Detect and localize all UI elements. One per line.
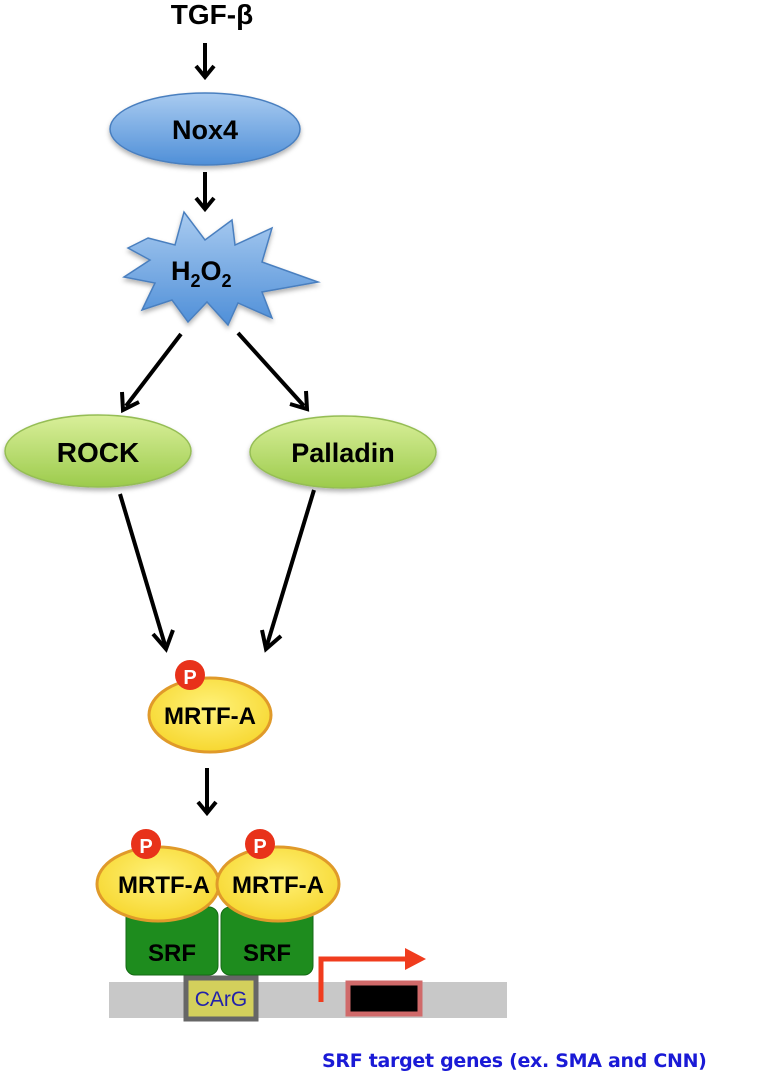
srf-right: SRF bbox=[220, 906, 314, 976]
target-gene-box bbox=[345, 980, 423, 1017]
carg-label: CArG bbox=[195, 988, 248, 1011]
palladin-label: Palladin bbox=[291, 438, 395, 468]
arrow-rock-to-mrtfa bbox=[118, 493, 175, 653]
mrtfa-left: MRTF-A P bbox=[95, 829, 221, 923]
mrtfa-right-label: MRTF-A bbox=[232, 872, 324, 899]
nox4-label: Nox4 bbox=[172, 115, 238, 145]
tgf-beta-label: TGF-β bbox=[171, 0, 253, 30]
mrtfa-label: MRTF-A bbox=[164, 703, 256, 730]
svg-text:P: P bbox=[253, 836, 266, 858]
srf-left: SRF bbox=[125, 906, 219, 976]
arrow-h2o2-to-palladin bbox=[236, 331, 310, 412]
phospho-badge-left: P bbox=[131, 829, 161, 859]
phospho-badge: P bbox=[175, 660, 205, 690]
arrow-mrtfa-to-complex bbox=[196, 768, 218, 817]
phospho-badge-right: P bbox=[245, 829, 275, 859]
srf-left-label: SRF bbox=[148, 940, 196, 967]
svg-text:P: P bbox=[183, 667, 196, 689]
h2o2-label: H2O2 bbox=[171, 256, 232, 291]
arrow-h2o2-to-rock bbox=[120, 332, 183, 414]
h2o2-node: H2O2 bbox=[122, 210, 321, 327]
dna-strand bbox=[109, 982, 507, 1018]
transcription-start-arrow bbox=[318, 948, 426, 1002]
carg-element: CArG bbox=[183, 975, 259, 1022]
mrtfa-left-label: MRTF-A bbox=[118, 872, 210, 899]
rock-label: ROCK bbox=[57, 437, 139, 468]
arrow-nox4-to-h2o2 bbox=[194, 172, 216, 213]
caption-srf-target-genes: SRF target genes (ex. SMA and CNN) bbox=[322, 1050, 707, 1072]
palladin-node: Palladin bbox=[249, 415, 437, 489]
arrow-palladin-to-mrtfa bbox=[260, 489, 316, 653]
svg-text:P: P bbox=[139, 836, 152, 858]
nox4-node: Nox4 bbox=[109, 92, 301, 166]
srf-right-label: SRF bbox=[243, 940, 291, 967]
mrtfa-node: MRTF-A P bbox=[147, 660, 273, 754]
mrtfa-right: MRTF-A P bbox=[215, 829, 341, 923]
arrow-tgfb-to-nox4 bbox=[194, 43, 216, 81]
rock-node: ROCK bbox=[4, 414, 192, 488]
